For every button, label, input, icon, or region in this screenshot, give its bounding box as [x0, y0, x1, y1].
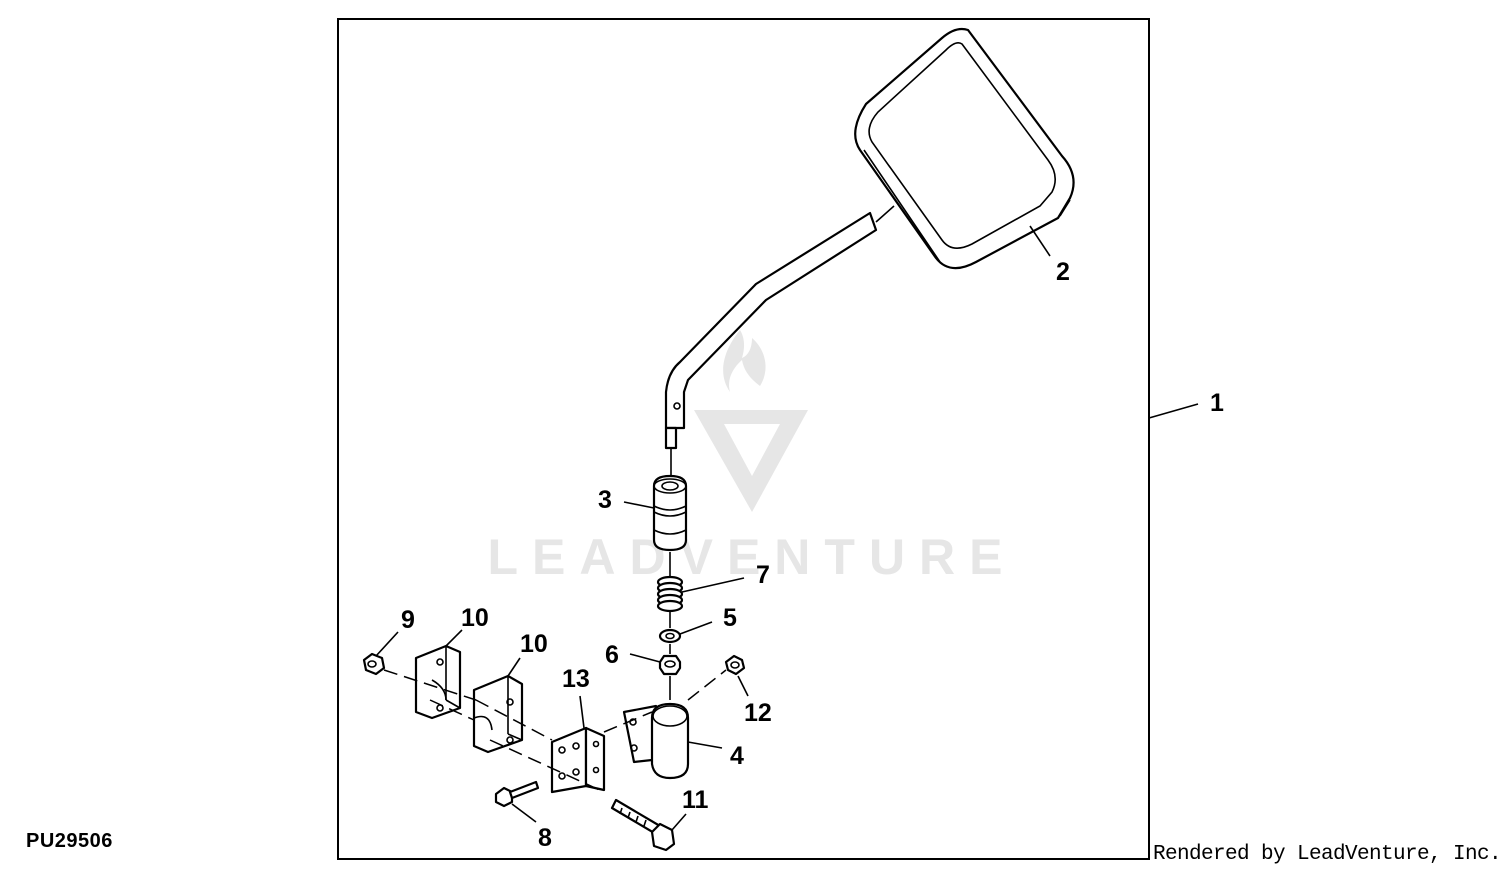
- watermark-text: LEADVENTURE: [487, 529, 1016, 585]
- clamp-block-left: [414, 644, 462, 720]
- leader-10b: [507, 657, 521, 677]
- callout-6: 6: [605, 641, 619, 669]
- assembly-line-lower: [429, 699, 605, 793]
- leader-2: [1029, 225, 1051, 257]
- pivot-bracket: [622, 702, 690, 780]
- callout-9: 9: [401, 606, 415, 634]
- figure-id: PU29506: [26, 830, 113, 852]
- leader-8: [511, 803, 537, 823]
- assembly-line-upper: [383, 669, 553, 741]
- leader-13: [579, 695, 585, 729]
- callout-10b: 10: [520, 630, 548, 658]
- leader-12: [737, 675, 749, 697]
- leader-3: [623, 501, 655, 509]
- leader-6: [629, 653, 661, 663]
- diagram-frame: [337, 18, 1150, 860]
- render-credit: Rendered by LeadVenture, Inc.: [1153, 843, 1500, 866]
- callout-5: 5: [723, 604, 737, 632]
- flange-nut-left: [362, 652, 386, 676]
- leader-4: [687, 741, 723, 749]
- sleeve-bushing: [652, 474, 688, 552]
- watermark-logo: [694, 330, 808, 512]
- callout-3: 3: [598, 486, 612, 514]
- callout-13: 13: [562, 665, 590, 693]
- callout-4: 4: [730, 742, 744, 770]
- leader-5: [679, 621, 713, 635]
- leader-10a: [445, 629, 463, 647]
- leader-11: [671, 813, 687, 831]
- nut: [658, 654, 682, 676]
- callout-2: 2: [1056, 258, 1070, 286]
- clamp-block-right: [472, 674, 524, 754]
- callout-10a: 10: [461, 604, 489, 632]
- spring: [656, 575, 684, 613]
- callout-11: 11: [682, 786, 709, 814]
- long-bolt: [610, 798, 676, 852]
- leader-9: [375, 631, 399, 657]
- callout-7: 7: [756, 561, 770, 589]
- mirror-head: [854, 27, 1075, 270]
- washer: [658, 628, 682, 644]
- callout-12: 12: [744, 699, 772, 727]
- short-bolt: [494, 780, 540, 808]
- callout-1: 1: [1210, 389, 1224, 417]
- flange-nut-right: [724, 654, 746, 676]
- callout-8: 8: [538, 824, 552, 852]
- mirror-arm: [664, 205, 895, 480]
- leader-7: [681, 577, 745, 593]
- leader-1: [1148, 403, 1199, 419]
- assembly-line-right: [603, 669, 727, 733]
- mounting-plate: [550, 726, 606, 794]
